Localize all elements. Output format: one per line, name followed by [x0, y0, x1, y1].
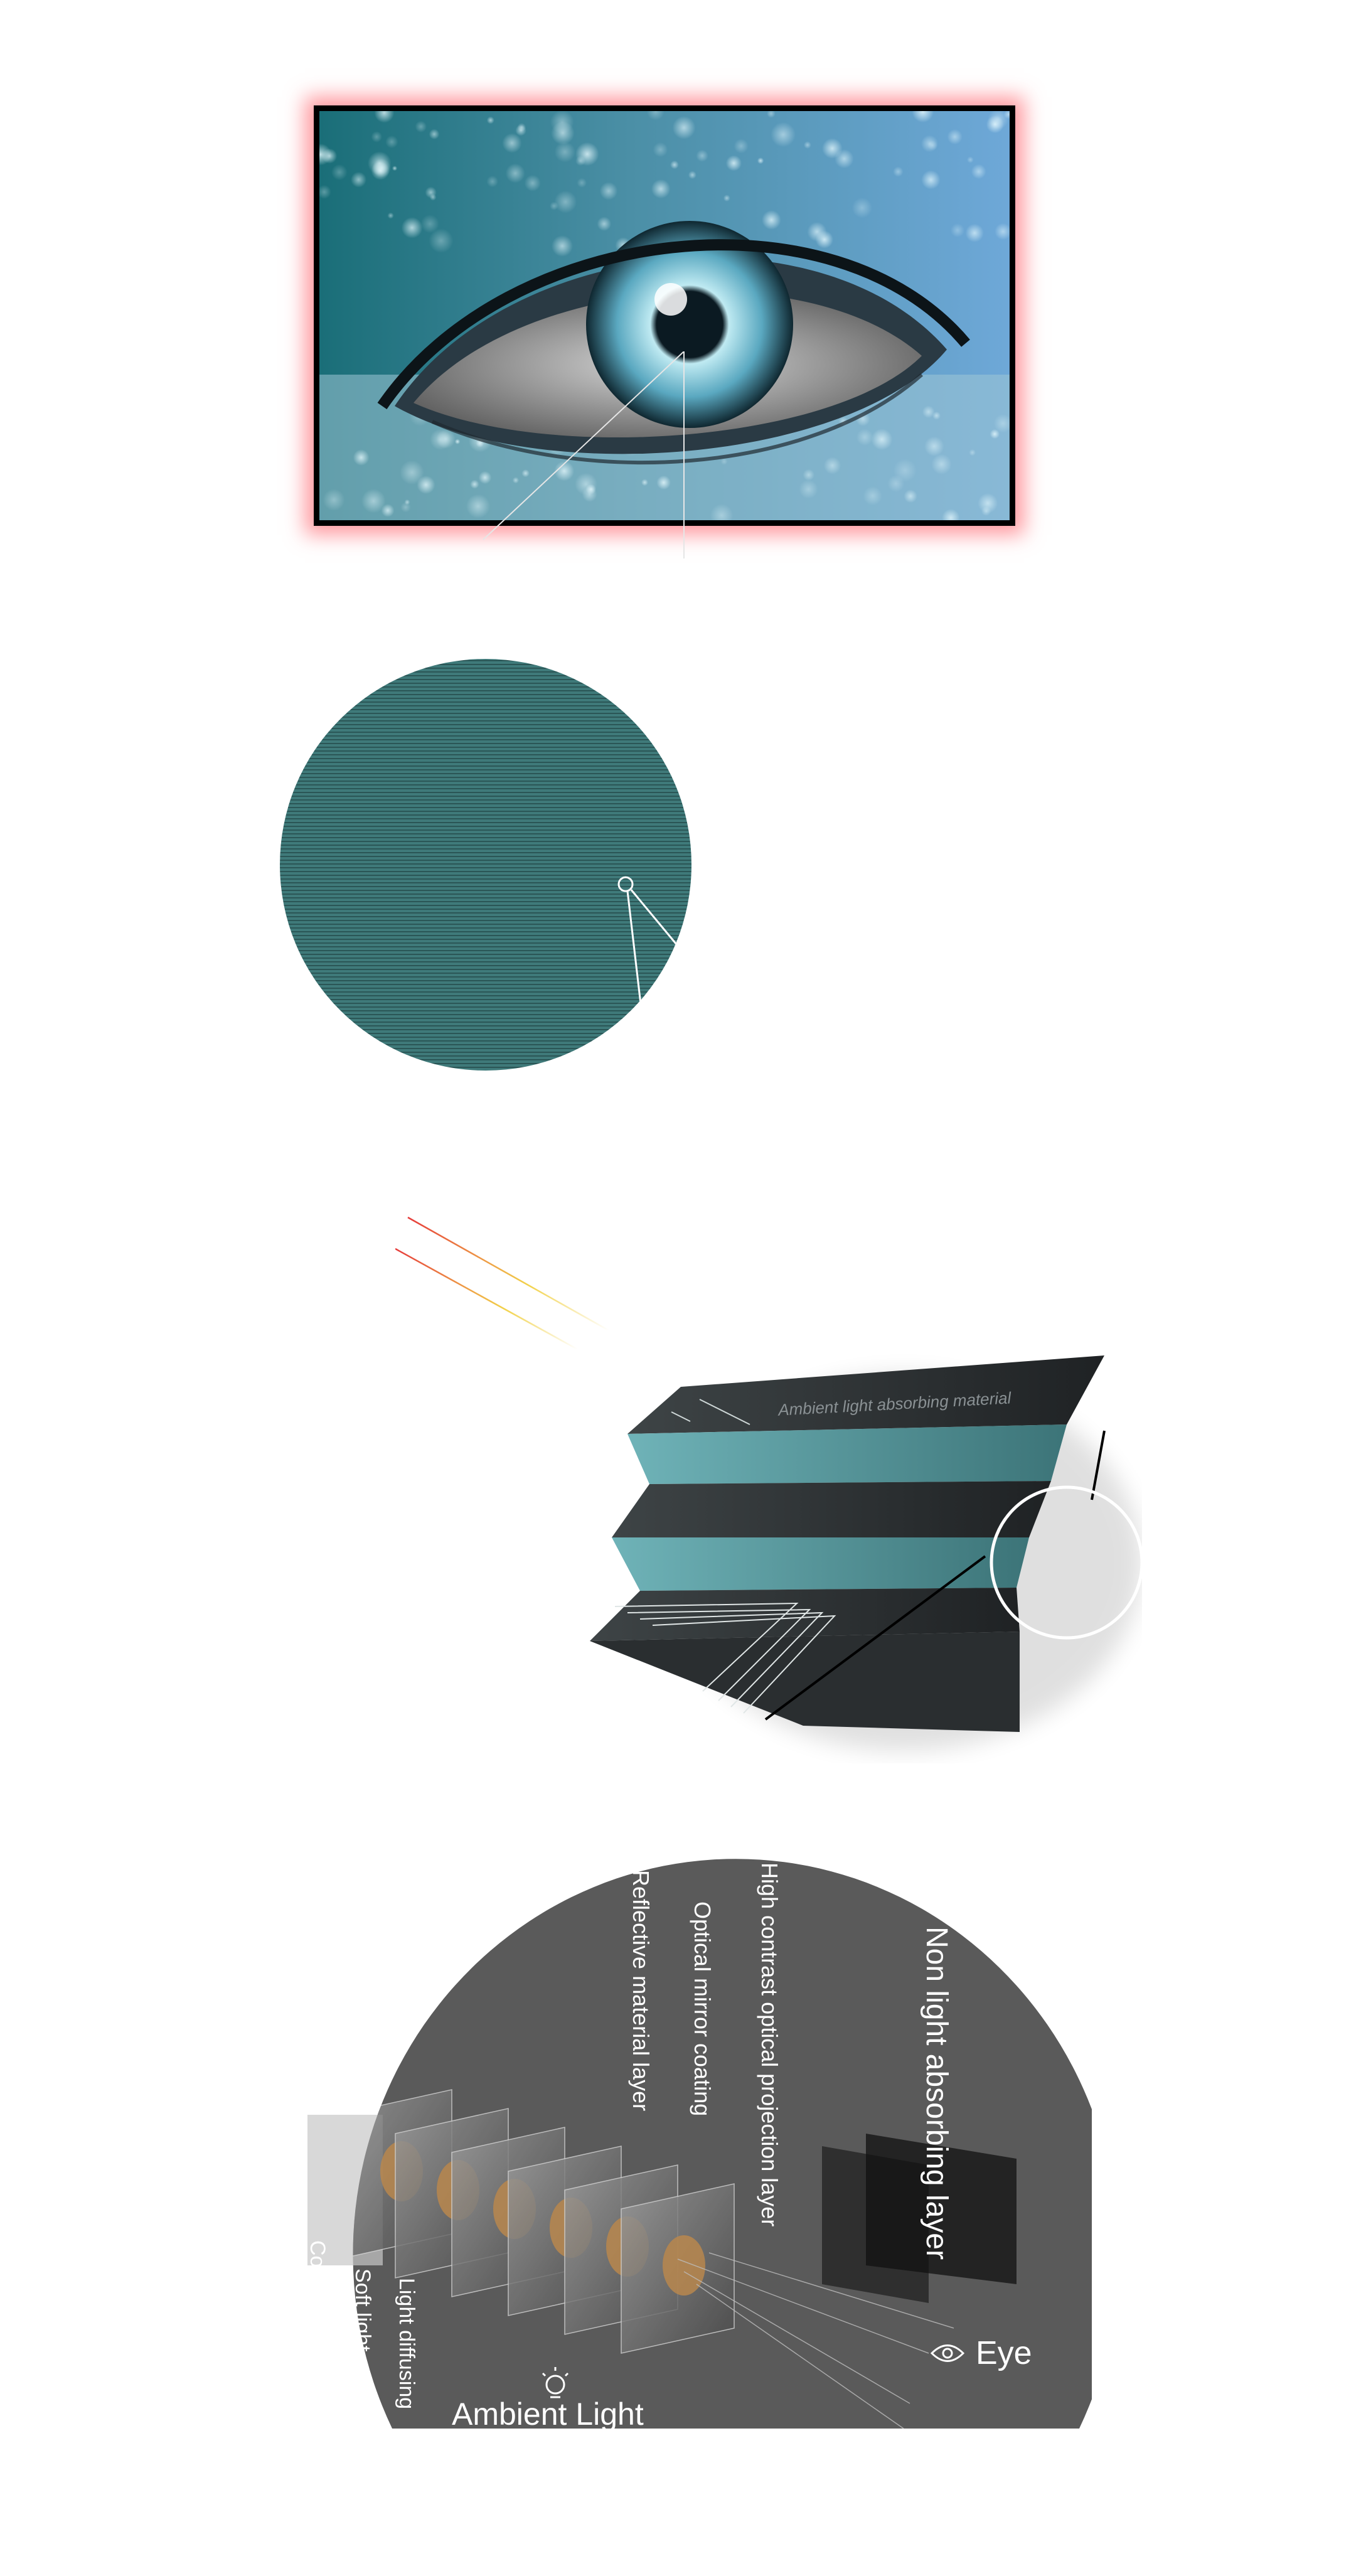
layer-label-diffusing: Light diffusing [395, 2278, 419, 2410]
tv-screen [314, 105, 1015, 526]
ambient-light-label: Ambient Light [452, 2397, 644, 2432]
eye-image [319, 111, 1010, 520]
reflection-lines [483, 351, 685, 558]
layer-label-absorbing: Non light absorbing layer [920, 1927, 953, 2260]
layer-diagram: Reflective material layer Optical mirror… [301, 1851, 1092, 2432]
layer-label-color: Color [306, 2240, 329, 2292]
eye-icon [930, 2344, 965, 2362]
layer-label-high-contrast: High contrast optical projection layer [757, 1863, 782, 2227]
layer-label-soft-light: Soft light [351, 2269, 375, 2352]
fresnel-lens-circle [280, 659, 691, 1071]
layer-label-reflective: Reflective material layer [628, 1870, 654, 2112]
light-rays [395, 1216, 609, 1350]
eye-label: Eye [976, 2335, 1032, 2371]
layer-label-mirror: Optical mirror coating [690, 1901, 715, 2117]
folded-screen-panel: Ambient light absorbing material [577, 1337, 1142, 1763]
lightbulb-icon [542, 2367, 569, 2398]
